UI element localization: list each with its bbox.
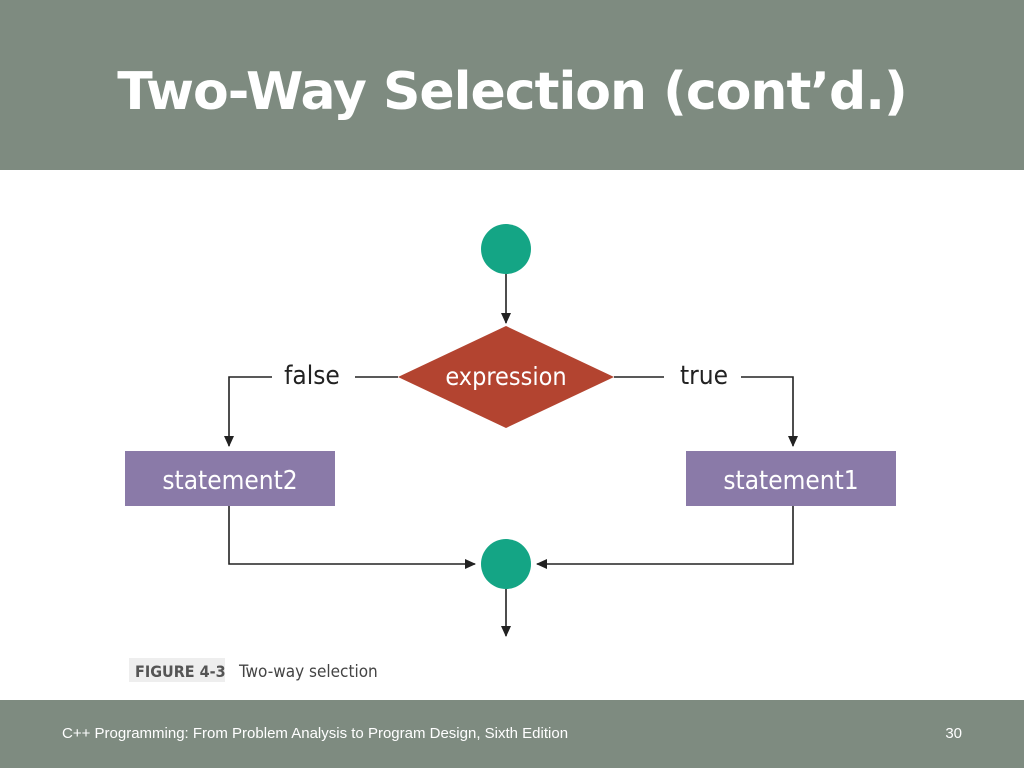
footer-band: C++ Programming: From Problem Analysis t…: [0, 700, 1024, 768]
statement2-to-merge-arrow: [228, 506, 476, 569]
slide-content: expression false true statement2 stateme…: [0, 170, 1024, 700]
decision-label: expression: [445, 362, 566, 391]
slide-title: Two-Way Selection (cont’d.): [117, 62, 908, 122]
false-label: false: [284, 361, 340, 391]
statement2-box: [125, 451, 335, 506]
title-band: Two-Way Selection (cont’d.): [0, 0, 1024, 170]
flowchart-diagram: expression false true statement2 stateme…: [125, 224, 896, 682]
page-number: 30: [945, 725, 962, 742]
footer-text: C++ Programming: From Problem Analysis t…: [62, 725, 569, 742]
statement2-label: statement2: [162, 466, 297, 496]
merge-node: [481, 539, 531, 589]
statement1-to-merge-arrow: [536, 506, 794, 569]
true-label: true: [680, 361, 728, 391]
start-node: [481, 224, 531, 274]
decision-diamond: [398, 326, 614, 428]
statement1-box: [686, 451, 896, 506]
figure-number-bg: [129, 658, 225, 682]
true-branch-arrow: [741, 376, 798, 447]
figure-caption: Two-way selection: [238, 662, 378, 682]
statement1-label: statement1: [723, 466, 858, 496]
false-branch-arrow: [224, 376, 272, 447]
figure-number: FIGURE 4-3: [135, 662, 226, 681]
